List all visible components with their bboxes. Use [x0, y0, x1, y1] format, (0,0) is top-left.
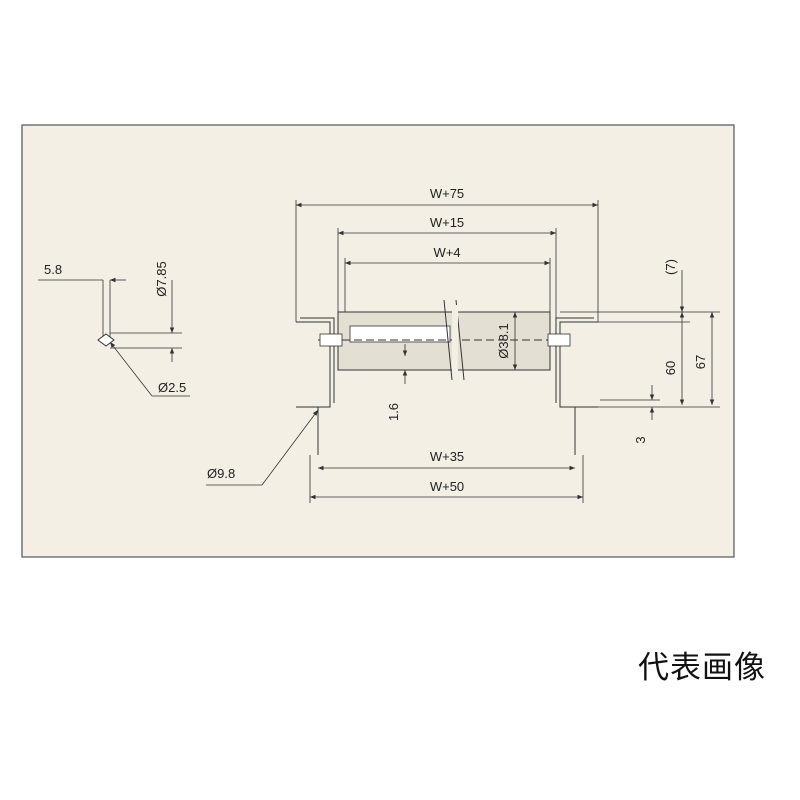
representative-image-caption: 代表画像	[638, 650, 766, 686]
dim-thickness-3: 3	[633, 436, 648, 443]
dim-height-60: 60	[663, 361, 678, 375]
dim-w50: W+50	[430, 479, 464, 494]
roller	[318, 299, 571, 381]
dim-height-67: 67	[693, 355, 708, 369]
dim-diameter-7-85: Ø7.85	[154, 261, 169, 296]
dim-diameter-2-5: Ø2.5	[158, 380, 186, 395]
dim-offset-7: (7)	[663, 259, 678, 275]
dim-w15: W+15	[430, 215, 464, 230]
dimension-lines	[38, 200, 720, 503]
dim-w35: W+35	[430, 449, 464, 464]
dim-shaft-diameter: Ø9.8	[207, 466, 235, 481]
dim-w4: W+4	[433, 245, 460, 260]
cross-section-detail	[97, 333, 115, 347]
dim-width-5-8: 5.8	[44, 262, 62, 277]
dim-thickness-1-6: 1.6	[386, 403, 401, 421]
dim-w75: W+75	[430, 186, 464, 201]
dim-roller-diameter: Ø38.1	[496, 323, 511, 358]
